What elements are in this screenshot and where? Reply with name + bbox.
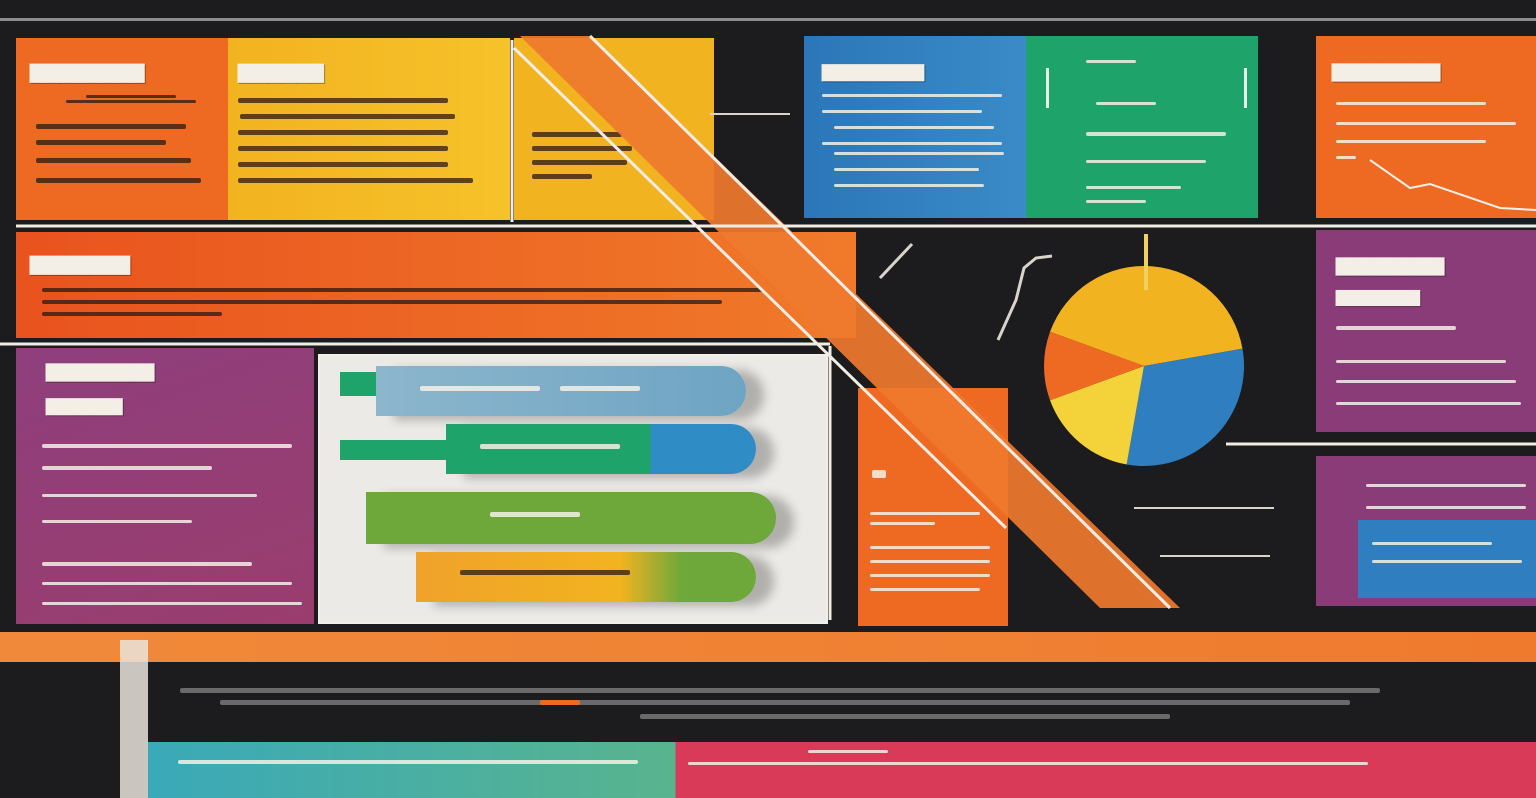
info-panel-orange-top-left: ▇▇▇▇▇▇▇▇ [16, 38, 228, 220]
panel-heading: ▇▇▇▇▇▇▇▇ [1332, 62, 1441, 81]
bottom-footer-bar [148, 742, 1536, 798]
blue-callout [1358, 520, 1536, 598]
info-panel-orange-center [858, 388, 1008, 626]
process-step-2 [446, 424, 756, 474]
banner-heading: ▇▇▇▇▇▇▇ [30, 254, 131, 274]
top-border [0, 18, 1536, 21]
process-diagram-panel [318, 354, 828, 624]
panel-heading: ▇▇▇▇▇▇▇▇ [822, 64, 925, 81]
info-panel-orange-top-right: ▇▇▇▇▇▇▇▇ [1316, 36, 1536, 218]
panel-subheading: ▇▇▇▇▇▇▇ [1336, 289, 1421, 306]
info-panel-purple-right: ▇▇▇▇▇▇▇▇ ▇▇▇▇▇▇▇ [1316, 230, 1536, 432]
process-step-4 [416, 552, 756, 602]
banner-orange: ▇▇▇▇▇▇▇ [16, 232, 856, 338]
pie-slice [1050, 265, 1243, 366]
info-panel-yellow-right [514, 38, 714, 220]
info-panel-yellow: ▇▇▇▇▇▇ [228, 38, 510, 220]
info-panel-green [1026, 36, 1258, 218]
process-step-3 [366, 492, 776, 544]
process-step-1 [376, 366, 746, 416]
left-vertical-rule [120, 640, 148, 798]
pie-chart-icon [1044, 265, 1245, 466]
line-chart-icon [878, 242, 914, 280]
panel-heading: ▇▇▇▇▇▇▇▇ [30, 62, 145, 82]
bottom-orange-bar [0, 632, 1536, 662]
arrow-diagram-icon [320, 356, 826, 622]
panel-heading: ▇▇▇▇▇▇▇▇ [1336, 256, 1445, 275]
pie-slice [1050, 366, 1144, 465]
panel-heading: ▇▇▇▇▇▇▇▇ [46, 362, 155, 381]
info-panel-blue: ▇▇▇▇▇▇▇▇ [804, 36, 1026, 218]
info-panel-purple-bottom-right [1316, 456, 1536, 606]
info-panel-purple-left: ▇▇▇▇▇▇▇▇ ▇▇▇▇▇▇ [16, 348, 314, 624]
pie-slice [1044, 331, 1144, 401]
panel-heading: ▇▇▇▇▇▇ [238, 62, 325, 82]
bottom-text-band [40, 662, 1536, 742]
panel-subheading: ▇▇▇▇▇▇ [46, 398, 123, 415]
pie-slice [1126, 348, 1245, 466]
